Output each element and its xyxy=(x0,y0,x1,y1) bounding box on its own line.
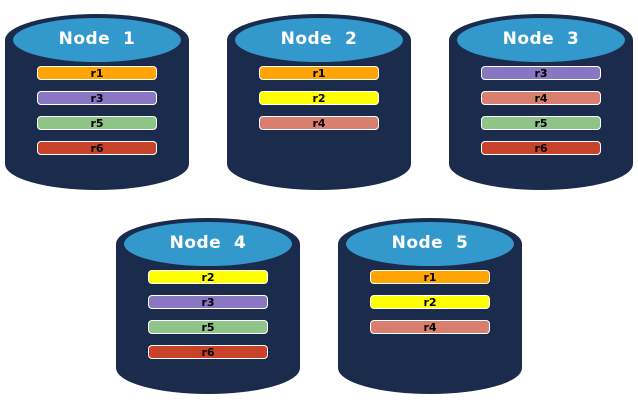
replica-list: r1 r2 r4 xyxy=(259,66,379,130)
replica-list: r2 r3 r5 r6 xyxy=(148,270,268,359)
replica-label: r2 xyxy=(423,295,437,309)
node-title: Node 4 xyxy=(169,233,247,253)
db-node-5: Node 5 r1 r2 r4 xyxy=(338,212,522,396)
replica-label: r6 xyxy=(201,345,215,359)
node-row-2: Node 4 r2 r3 r5 r6 Node 5 r1 r2 r4 xyxy=(0,212,638,396)
replica-bar-r3: r3 xyxy=(481,66,601,80)
replica-bar-r6: r6 xyxy=(481,141,601,155)
db-node-3: Node 3 r3 r4 r5 r6 xyxy=(449,8,633,192)
replica-label: r1 xyxy=(312,66,326,80)
replica-bar-r5: r5 xyxy=(481,116,601,130)
db-node-4: Node 4 r2 r3 r5 r6 xyxy=(116,212,300,396)
replica-label: r6 xyxy=(534,141,548,155)
replica-bar-r5: r5 xyxy=(37,116,157,130)
replica-bar-r1: r1 xyxy=(370,270,490,284)
replica-bar-r3: r3 xyxy=(37,91,157,105)
replica-bar-r4: r4 xyxy=(370,320,490,334)
replica-bar-r1: r1 xyxy=(37,66,157,80)
replica-list: r1 r2 r4 xyxy=(370,270,490,334)
replica-label: r2 xyxy=(312,91,326,105)
replica-label: r4 xyxy=(312,116,326,130)
replica-bar-r5: r5 xyxy=(148,320,268,334)
replica-label: r5 xyxy=(90,116,104,130)
node-title: Node 5 xyxy=(391,233,469,253)
replica-bar-r3: r3 xyxy=(148,295,268,309)
replica-list: r3 r4 r5 r6 xyxy=(481,66,601,155)
db-node-1: Node 1 r1 r3 r5 r6 xyxy=(5,8,189,192)
replica-bar-r2: r2 xyxy=(148,270,268,284)
replica-bar-r6: r6 xyxy=(37,141,157,155)
replica-label: r3 xyxy=(201,295,215,309)
replica-label: r6 xyxy=(90,141,104,155)
db-node-2: Node 2 r1 r2 r4 xyxy=(227,8,411,192)
replica-label: r5 xyxy=(201,320,215,334)
replica-label: r4 xyxy=(534,91,548,105)
replica-bar-r4: r4 xyxy=(481,91,601,105)
replica-label: r5 xyxy=(534,116,548,130)
node-title: Node 1 xyxy=(58,29,136,49)
replica-label: r1 xyxy=(423,270,437,284)
replica-list: r1 r3 r5 r6 xyxy=(37,66,157,155)
replica-bar-r1: r1 xyxy=(259,66,379,80)
node-title: Node 3 xyxy=(502,29,580,49)
replica-bar-r4: r4 xyxy=(259,116,379,130)
replica-label: r2 xyxy=(201,270,215,284)
replica-label: r4 xyxy=(423,320,437,334)
replica-label: r1 xyxy=(90,66,104,80)
replica-label: r3 xyxy=(90,91,104,105)
node-title: Node 2 xyxy=(280,29,358,49)
replica-bar-r6: r6 xyxy=(148,345,268,359)
replica-bar-r2: r2 xyxy=(370,295,490,309)
replica-bar-r2: r2 xyxy=(259,91,379,105)
replica-label: r3 xyxy=(534,66,548,80)
